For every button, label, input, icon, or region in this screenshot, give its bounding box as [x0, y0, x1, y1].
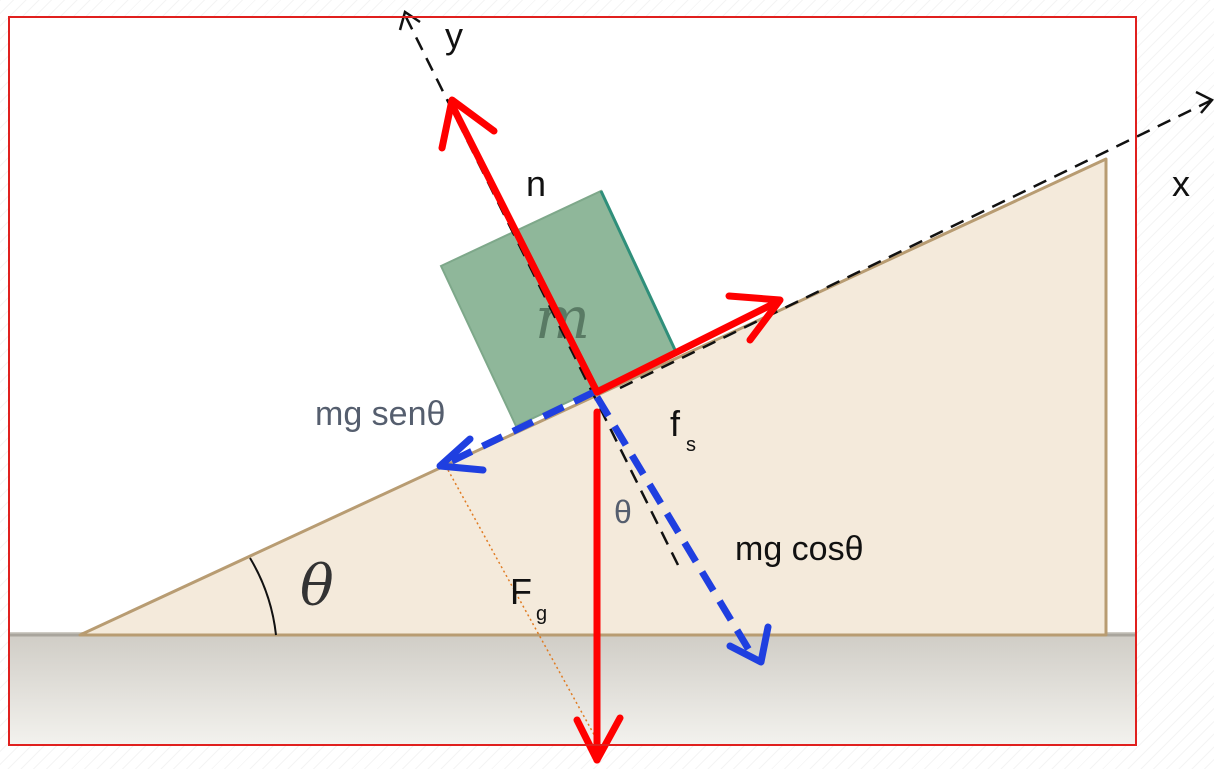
- weight-force-arrowhead: [573, 714, 624, 764]
- x-axis: [619, 98, 1213, 390]
- ground: [9, 632, 1136, 745]
- mg-sin-arrowhead: [436, 435, 487, 474]
- mg-cos-arrowhead: [726, 623, 772, 666]
- incline-angle-label: θ: [300, 554, 334, 619]
- perpendicular-component-label: mg cosθ: [735, 530, 864, 568]
- mg-cos-vector: [593, 395, 756, 657]
- incline-angle-arc: [249, 557, 277, 636]
- incline-wedge: [78, 157, 1108, 637]
- axis-x-label: x: [1172, 163, 1190, 204]
- y-axis-arrowhead: [398, 10, 421, 31]
- parallel-component-label: mg senθ: [315, 395, 445, 433]
- friction-label: f: [670, 403, 681, 444]
- projection-helper-line: [447, 469, 598, 741]
- mg-sin-vector: [448, 388, 596, 466]
- x-axis-arrowhead: [1195, 90, 1214, 114]
- friction-force-arrowhead: [725, 292, 784, 344]
- normal-force-vector: [448, 101, 601, 396]
- block-edge-shadow: [599, 190, 678, 353]
- weight-label: F: [510, 571, 532, 612]
- normal-force-arrowhead: [438, 96, 498, 152]
- slide-frame: [8, 16, 1137, 746]
- friction-subscript: s: [686, 434, 696, 456]
- angle-between-label: θ: [614, 494, 632, 530]
- friction-force-vector: [593, 299, 779, 396]
- normal-force-label: n: [526, 163, 546, 204]
- weight-subscript: g: [536, 603, 547, 625]
- axis-y-label: y: [445, 15, 463, 56]
